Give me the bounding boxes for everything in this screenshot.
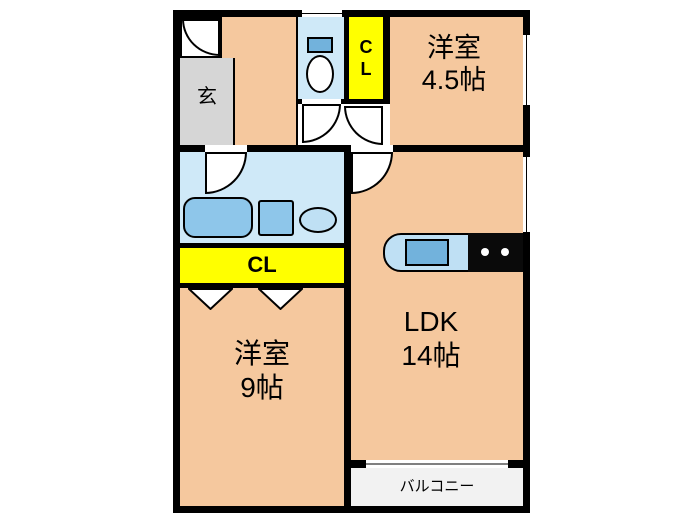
closet-middle-text: CL [247, 252, 277, 278]
toilet-bowl-icon [306, 55, 334, 93]
western-room-large-size: 9帖 [240, 372, 284, 403]
wall [180, 243, 351, 248]
closet-upper-line1: C [359, 37, 373, 58]
washroom-door-opening [205, 145, 247, 152]
window [523, 157, 530, 232]
stove-icon [468, 233, 523, 272]
entrance-floor [180, 58, 233, 145]
ldk-size: 14帖 [401, 340, 461, 371]
ldk-name: LDK [403, 306, 459, 338]
wall [383, 17, 390, 104]
toilet-door-opening [302, 99, 341, 104]
entrance-step-line [233, 58, 235, 145]
ldk-door-opening [351, 145, 393, 152]
wall [180, 283, 351, 288]
burner-icon [501, 248, 509, 256]
closet-upper-line2: L [360, 59, 372, 79]
unit-outline: 玄 C L 洋室 4.5帖 CL 洋室 9帖 LDK 14帖 バルコニー [173, 10, 530, 513]
western-room-small-size: 4.5帖 [421, 65, 487, 95]
window [302, 10, 342, 17]
entrance-door [180, 17, 222, 58]
wall [344, 145, 351, 506]
bifold-door-icon [188, 288, 233, 310]
ldk-floor [351, 152, 523, 465]
burner-icon [481, 248, 489, 256]
balcony-text: バルコニー [399, 478, 475, 495]
ldk-label: LDK 14帖 [345, 299, 517, 379]
closet-upper-label: C L [347, 21, 385, 97]
balcony-window [366, 460, 508, 468]
window [523, 35, 530, 105]
western-room-small-name: 洋室 [427, 32, 481, 63]
western-room-large-floor [180, 288, 344, 506]
balcony-floor [351, 468, 523, 506]
washing-machine-icon [258, 200, 294, 236]
entrance-label: 玄 [184, 83, 230, 111]
western-room-small-floor [383, 17, 523, 152]
bathtub-icon [183, 197, 253, 238]
entrance-door-swing-icon [182, 19, 220, 56]
closet-middle-floor [180, 248, 344, 283]
wall [296, 17, 298, 145]
western-room-large-name: 洋室 [233, 338, 290, 370]
closet-middle-label: CL [180, 248, 344, 283]
wall [344, 17, 349, 104]
kitchen-sink-icon [405, 239, 449, 266]
western-room-small-label: 洋室 4.5帖 [385, 31, 523, 97]
western-room-large-label: 洋室 9帖 [180, 329, 344, 413]
toilet-tank-icon [307, 37, 333, 53]
wall [297, 99, 390, 104]
entrance-text: 玄 [197, 86, 217, 108]
sink-icon [299, 207, 337, 233]
closet-upper-floor [344, 17, 390, 104]
balcony-label: バルコニー [351, 468, 523, 506]
bifold-door-icon [258, 288, 303, 310]
